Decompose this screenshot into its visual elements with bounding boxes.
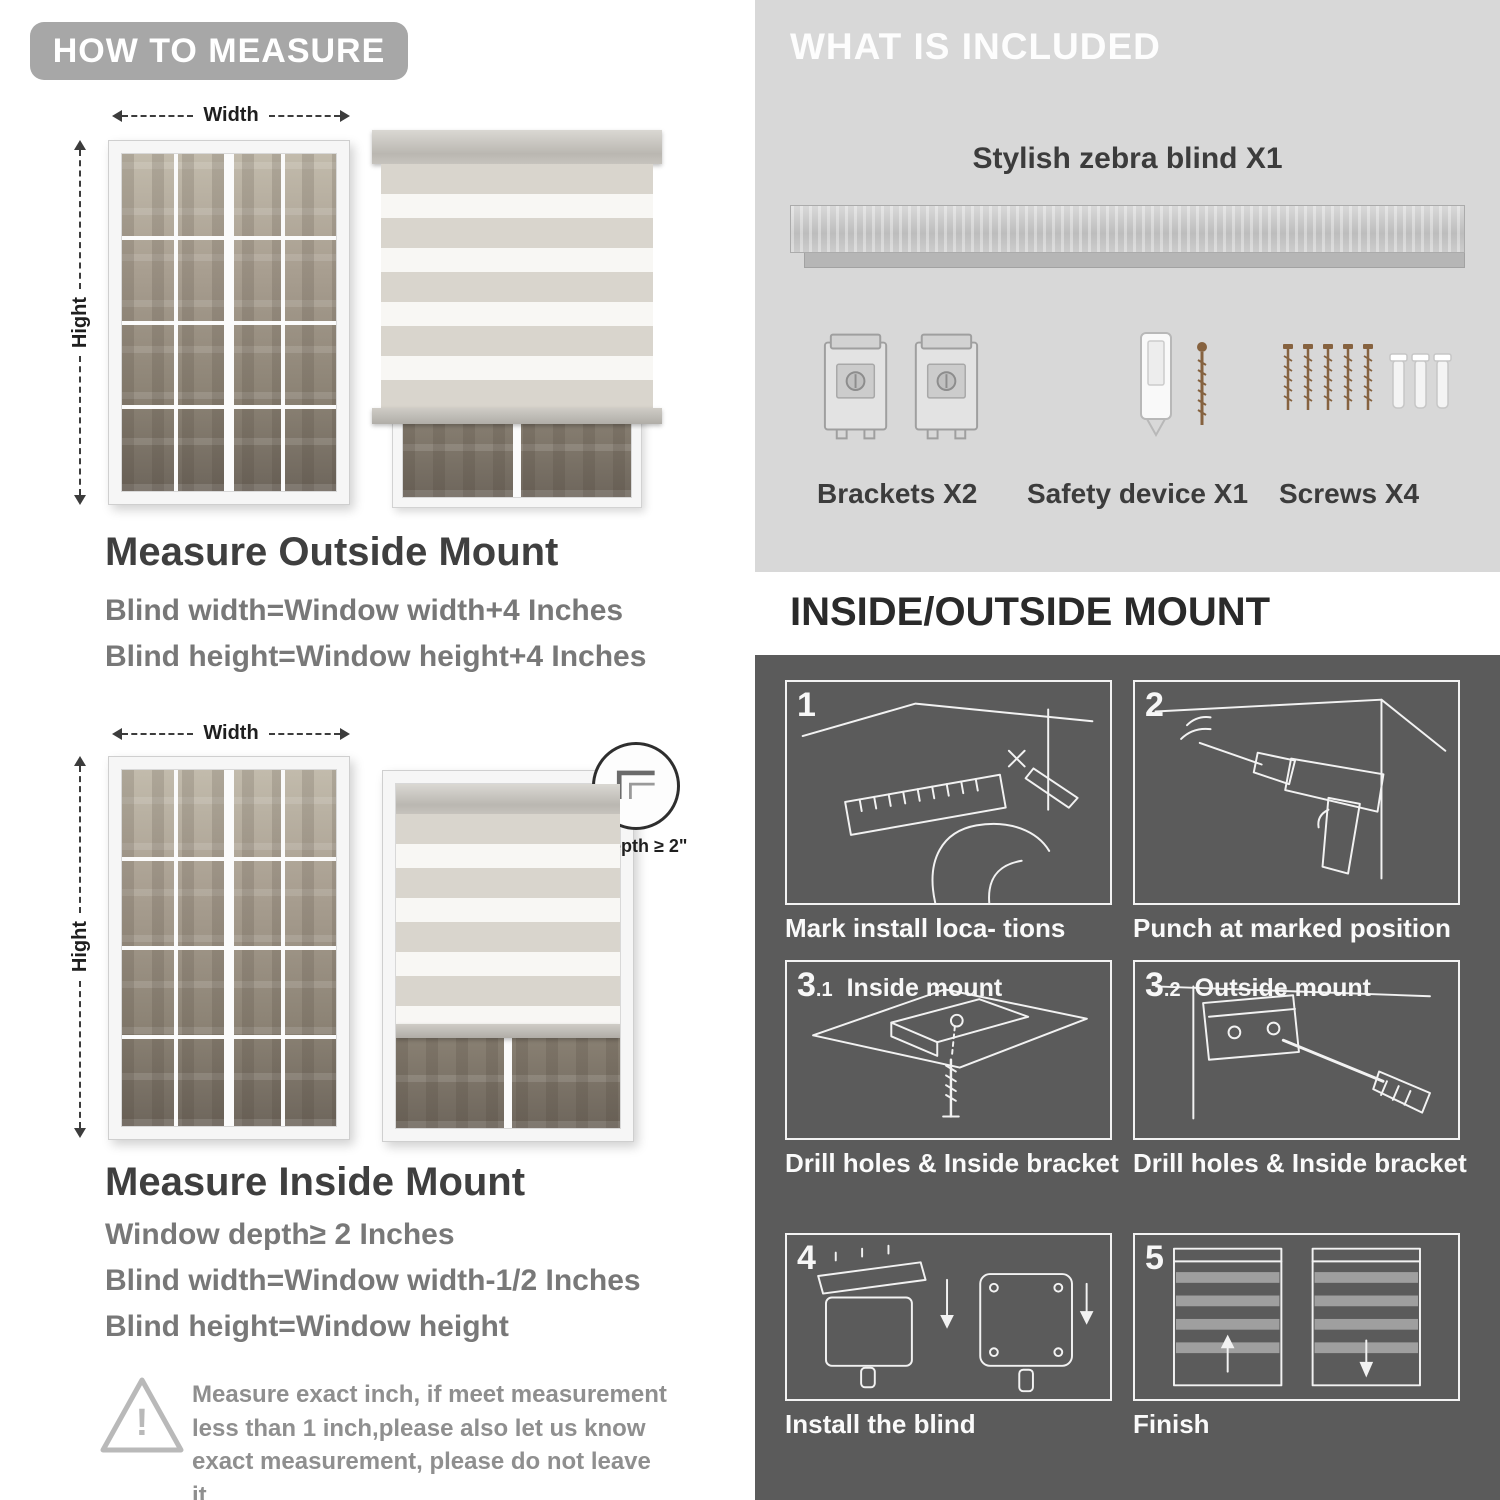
arrow-down-icon [74,1128,86,1138]
brackets-label: Brackets X2 [817,478,978,509]
width-arrow-outside: Width [112,104,351,127]
warning-triangle-icon [100,1377,184,1453]
height-label-outside: Hight [68,296,91,349]
warning-exclamation: ! [135,1402,149,1444]
dashed-line [268,114,341,117]
window-photo [121,153,337,492]
step5-illustration [1173,1247,1421,1387]
step2-illustration [1154,698,1447,880]
arrow-up-icon [74,140,86,150]
arrow-down-icon [74,495,86,505]
what-is-included-title: WHAT IS INCLUDED [790,26,1161,67]
headrail-bottom-lip [804,253,1465,268]
warning-note: Measure exact inch, if meet measurement … [192,1381,667,1500]
how-to-measure-badge: HOW TO MEASURE [30,22,408,80]
dashed-line [268,732,341,735]
dashed-line [79,766,81,914]
depth-label: Depth ≥ 2" [598,836,688,856]
step2-number: 2 [1145,686,1164,724]
dashed-line [122,732,194,735]
step3-1-illustration [812,988,1088,1118]
step1-header: 1 [797,686,830,725]
step1-number: 1 [797,686,816,724]
inside-mount-heading: Measure Inside Mount [105,1160,526,1204]
window-illustration-inside [108,756,350,1140]
inside-outside-mount-title: INSIDE/OUTSIDE MOUNT [790,590,1271,634]
window-photo [395,783,621,1129]
arrow-right-icon [340,727,351,740]
zebra-blind-illustration-outside [372,130,662,508]
step5-caption: Finish [1133,1409,1210,1439]
blind-cassette [396,784,620,814]
step3-1-caption: Drill holes & Inside bracket [785,1148,1119,1178]
how-to-measure-title: HOW TO MEASURE [52,31,386,70]
arrow-right-icon [340,109,351,122]
dashed-line [122,114,194,117]
step5-header: 5 [1145,1239,1178,1278]
screws-label: Screws X4 [1279,478,1420,509]
step3-1-number: 3 [797,966,816,1004]
screws-icon [1283,342,1452,412]
step4-illustration [817,1244,1094,1393]
inside-height-formula: Blind height=Window height [105,1310,509,1343]
step1-tile: 1 [785,680,1112,905]
arrow-left-icon [112,109,122,122]
step4-caption: Install the blind [785,1409,976,1439]
step5-tile: 5 [1133,1233,1460,1401]
height-arrow-outside: Hight [68,140,92,505]
zebra-blind-illustration-inside [382,770,634,1142]
outside-height-formula: Blind height=Window height+4 Inches [105,640,647,673]
outside-mount-heading: Measure Outside Mount [105,530,559,574]
outside-width-formula: Blind width=Window width+4 Inches [105,594,624,627]
width-label-outside: Width [203,104,259,126]
step5-number: 5 [1145,1239,1164,1277]
step1-caption: Mark install loca- tions [785,913,1066,943]
headrail-bar [790,205,1465,253]
step4-header: 4 [797,1239,830,1278]
blind-cassette [372,130,662,164]
width-arrow-inside: Width [112,722,351,745]
width-label-inside: Width [203,722,259,744]
step2-caption: Punch at marked position [1133,913,1451,943]
blind-stripes [396,814,620,1024]
step4-tile: 4 [785,1233,1112,1401]
mount-steps-panel: 1 Mark install loca- tions [755,655,1500,1500]
arrow-left-icon [112,727,122,740]
step1-illustration [801,702,1094,903]
blind-bottom-rail [396,1024,620,1038]
dashed-line [79,980,81,1128]
brackets-icon [823,333,979,440]
inside-depth-rule: Window depth≥ 2 Inches [105,1218,455,1251]
window-illustration-outside [108,140,350,505]
dashed-line [79,356,81,495]
what-is-included-panel: WHAT IS INCLUDED Stylish zebra blind X1 [755,0,1500,572]
step2-tile: 2 [1133,680,1460,905]
blind-title: Stylish zebra blind X1 [972,142,1283,175]
step2-header: 2 [1145,686,1178,725]
blind-bottom-rail [372,408,662,424]
window-photo [121,769,337,1127]
height-arrow-inside: Hight [68,756,92,1138]
safety-device-icon [1140,332,1207,438]
step3-2-caption: Drill holes & Inside bracket [1133,1148,1467,1178]
headrail-illustration [790,205,1465,268]
inside-width-formula: Blind width=Window width-1/2 Inches [105,1264,641,1297]
height-label-inside: Hight [68,921,91,973]
blind-stripes [381,164,653,408]
dashed-line [79,150,81,289]
step3-2-illustration [1155,985,1431,1120]
step4-number: 4 [797,1239,816,1277]
step3-2-number: 3 [1145,966,1164,1004]
arrow-up-icon [74,756,86,766]
safety-device-label: Safety device X1 [1027,478,1249,509]
